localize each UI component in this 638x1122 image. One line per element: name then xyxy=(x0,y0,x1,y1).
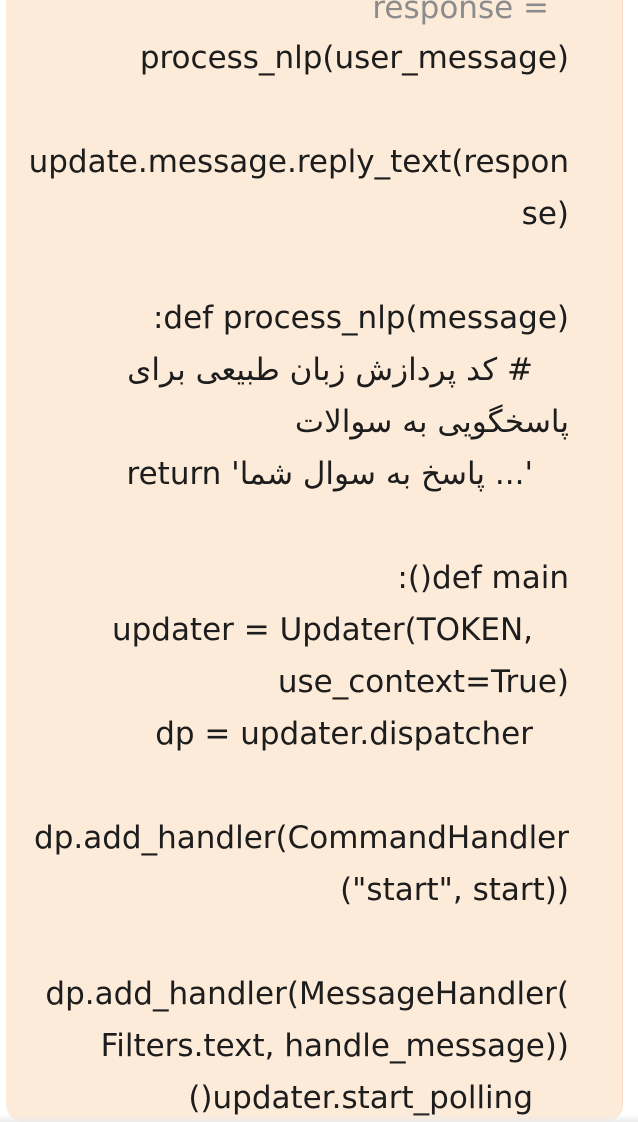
code-line-reply-text: update.message.reply_text(respon xyxy=(28,144,569,180)
code-line-def-process: :def process_nlp(message) xyxy=(152,300,569,336)
code-line-comment-cont: پاسخگویی به سوالات xyxy=(294,404,569,440)
code-line-command-handler: dp.add_handler(CommandHandler xyxy=(34,820,569,856)
code-line-dispatcher: dp = updater.dispatcher xyxy=(155,716,533,752)
code-line-response: response = xyxy=(372,0,549,26)
code-line-use-context: use_context=True) xyxy=(277,664,569,700)
code-line-message-handler: dp.add_handler(MessageHandler( xyxy=(45,976,569,1012)
message-bubble[interactable]: response = process_nlp(user_message) upd… xyxy=(6,0,623,1122)
code-line-comment: # کد پردازش زبان طبیعی برای xyxy=(127,352,533,388)
code-line-command-handler-cont: ("start", start)) xyxy=(340,872,569,908)
code-line-return: return 'پاسخ به سوال شما ...' xyxy=(126,456,533,492)
code-line-message-handler-cont: Filters.text, handle_message)) xyxy=(100,1028,569,1064)
code-line-def-main: :()def main xyxy=(397,560,569,596)
code-line-process-call: process_nlp(user_message) xyxy=(139,40,569,76)
bottom-edge xyxy=(0,1114,638,1122)
code-line-reply-text-cont: se) xyxy=(521,196,569,232)
code-line-updater: updater = Updater(TOKEN, xyxy=(111,612,533,648)
code-line-start-polling: ()updater.start_polling xyxy=(188,1080,533,1116)
